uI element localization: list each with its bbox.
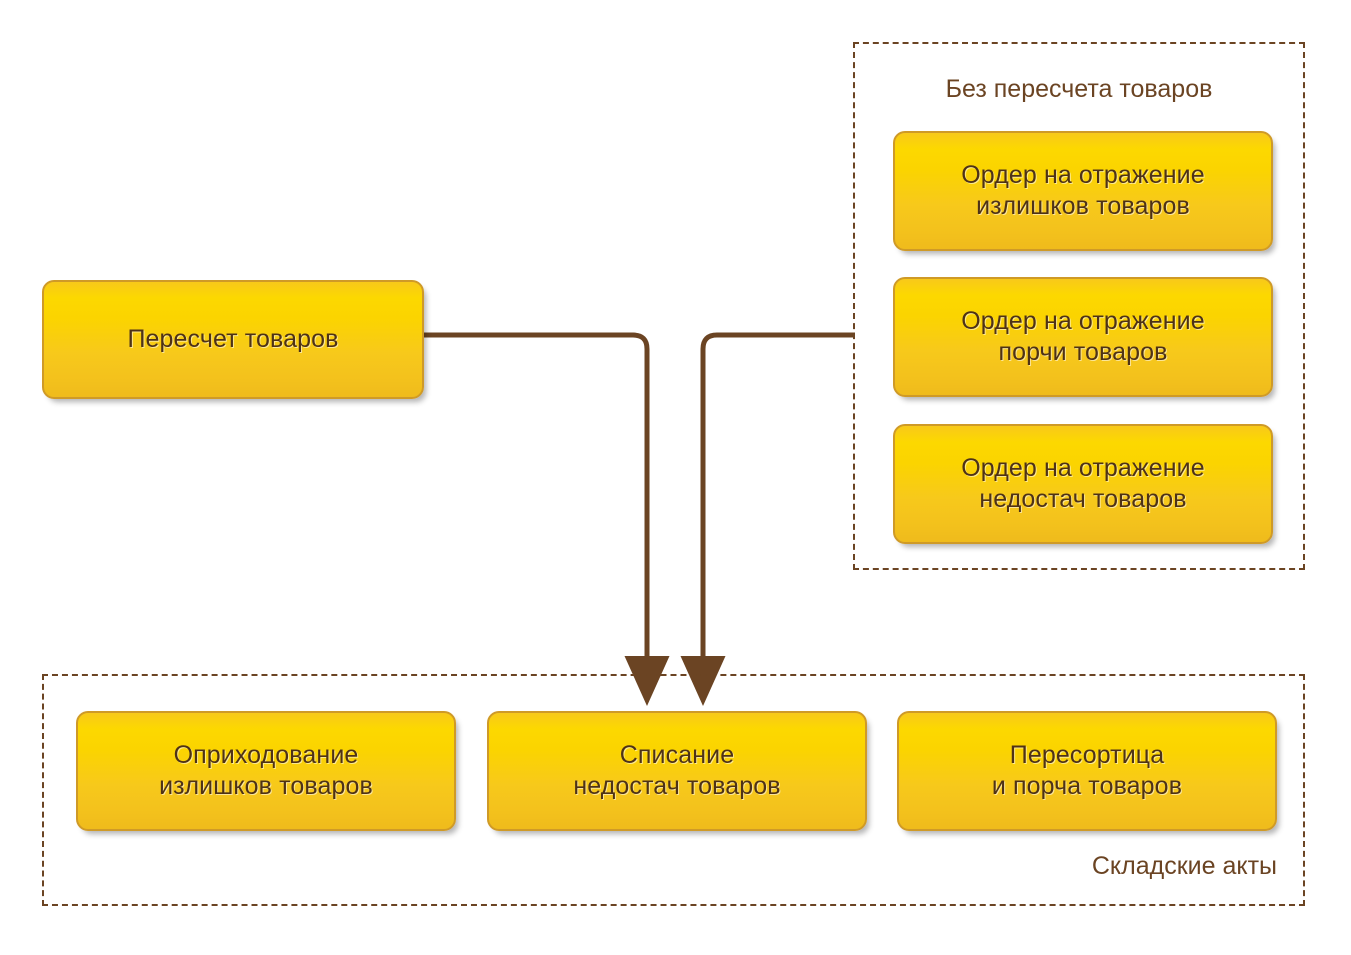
node-label: Ордер на отражение излишков товаров: [961, 161, 1205, 220]
node-label: Списание недостач товаров: [573, 741, 781, 800]
node-peresсhet-tovarov[interactable]: Пересчет товаров: [42, 280, 424, 399]
node-oprikhodovanie-izlishkov[interactable]: Оприходование излишков товаров: [76, 711, 456, 831]
node-order-porchi[interactable]: Ордер на отражение порчи товаров: [893, 277, 1273, 397]
node-peresortica-i-porcha[interactable]: Пересортица и порча товаров: [897, 711, 1277, 831]
node-label: Ордер на отражение порчи товаров: [961, 307, 1205, 366]
node-order-izlishkov[interactable]: Ордер на отражение излишков товаров: [893, 131, 1273, 251]
node-label: Ордер на отражение недостач товаров: [961, 454, 1205, 513]
panel-skladskie-akty: [42, 674, 1305, 906]
node-order-nedostach[interactable]: Ордер на отражение недостач товаров: [893, 424, 1273, 544]
node-label: Оприходование излишков товаров: [159, 741, 373, 800]
node-label: Пересортица и порча товаров: [991, 741, 1183, 800]
node-label: Пересчет товаров: [127, 325, 339, 353]
panel-title-skladskie-akty: Складские акты: [1091, 852, 1277, 880]
connector-orders-to-acts: [680, 332, 855, 706]
node-spisanie-nedostach[interactable]: Списание недостач товаров: [487, 711, 867, 831]
panel-bez-pereschta-tovarov: [853, 42, 1305, 570]
connector-source-to-acts: [423, 332, 670, 706]
panel-title-bez-pereschta-tovarov: Без пересчета товаров: [945, 75, 1213, 103]
